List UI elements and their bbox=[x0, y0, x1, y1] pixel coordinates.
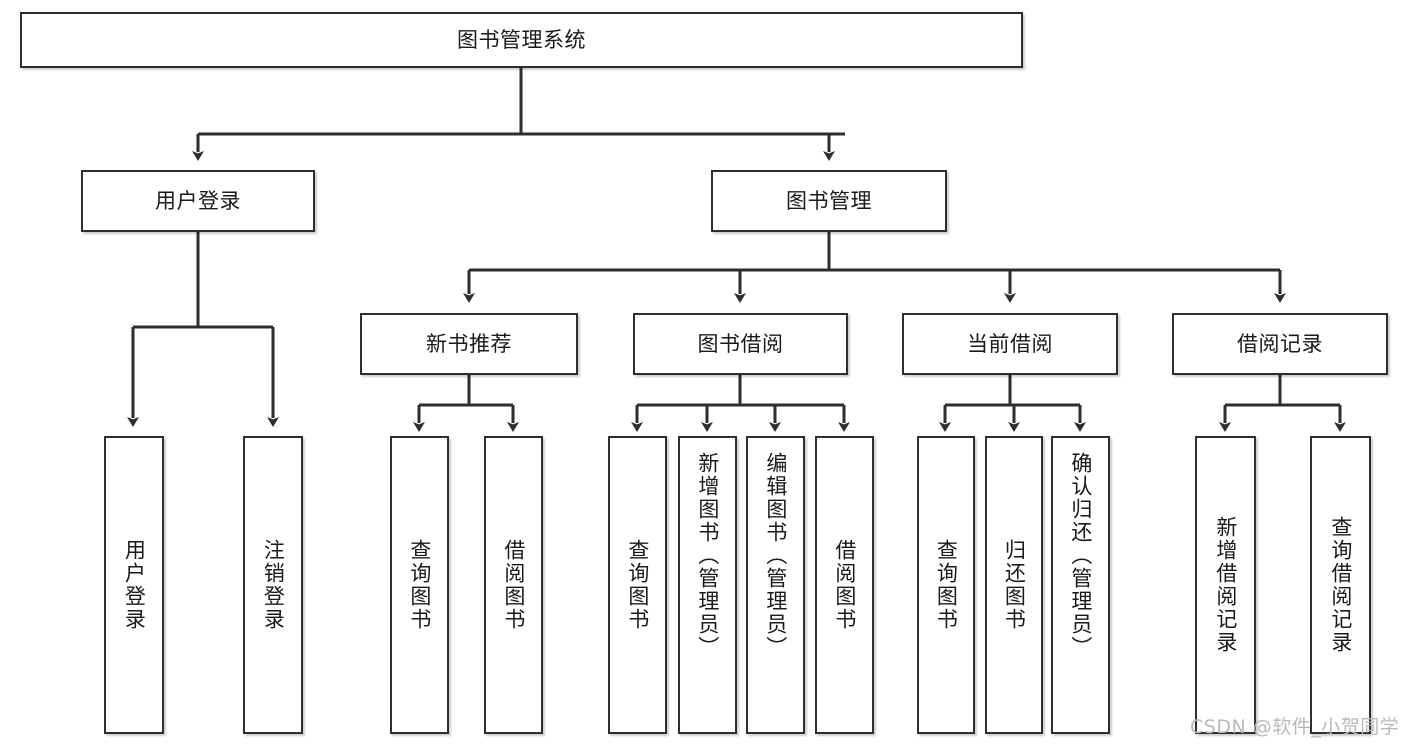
node-leaf-confirm-return[interactable]: 确认归还（管理员） bbox=[1051, 436, 1110, 734]
node-leaf-query-book-3[interactable]: 查询图书 bbox=[917, 436, 975, 734]
node-leaf-confirm-return-label: 确认归还（管理员） bbox=[1068, 452, 1093, 659]
node-leaf-query-book-2-label: 查询图书 bbox=[625, 539, 650, 631]
node-leaf-user-logout[interactable]: 注销登录 bbox=[243, 436, 303, 734]
node-leaf-query-record-label: 查询借阅记录 bbox=[1328, 516, 1353, 654]
node-leaf-return-book[interactable]: 归还图书 bbox=[985, 436, 1043, 734]
node-leaf-query-book-2[interactable]: 查询图书 bbox=[608, 436, 667, 734]
node-borrow-record-label: 借阅记录 bbox=[1237, 331, 1323, 356]
node-leaf-query-book-1-label: 查询图书 bbox=[407, 539, 432, 631]
node-leaf-edit-book-label: 编辑图书（管理员） bbox=[763, 452, 788, 659]
node-leaf-user-login[interactable]: 用户登录 bbox=[104, 436, 164, 734]
watermark-text: CSDN @软件_小贺同学 bbox=[1190, 716, 1400, 738]
node-root[interactable]: 图书管理系统 bbox=[20, 12, 1023, 68]
node-leaf-add-book[interactable]: 新增图书（管理员） bbox=[678, 436, 737, 734]
node-book-manage[interactable]: 图书管理 bbox=[711, 170, 947, 232]
node-leaf-add-record[interactable]: 新增借阅记录 bbox=[1195, 436, 1256, 734]
node-user-login-label: 用户登录 bbox=[155, 188, 241, 213]
node-leaf-borrow-book-1-label: 借阅图书 bbox=[501, 539, 526, 631]
node-borrow-record[interactable]: 借阅记录 bbox=[1172, 313, 1388, 375]
node-leaf-add-record-label: 新增借阅记录 bbox=[1213, 516, 1238, 654]
node-leaf-user-login-label: 用户登录 bbox=[122, 539, 147, 631]
node-root-label: 图书管理系统 bbox=[457, 27, 586, 52]
node-current-borrow-label: 当前借阅 bbox=[967, 331, 1053, 356]
node-new-book-recommend[interactable]: 新书推荐 bbox=[360, 313, 578, 375]
node-leaf-borrow-book-1[interactable]: 借阅图书 bbox=[484, 436, 543, 734]
node-leaf-return-book-label: 归还图书 bbox=[1002, 539, 1027, 631]
node-leaf-edit-book[interactable]: 编辑图书（管理员） bbox=[746, 436, 805, 734]
node-book-manage-label: 图书管理 bbox=[786, 188, 872, 213]
node-leaf-query-book-3-label: 查询图书 bbox=[934, 539, 959, 631]
node-leaf-borrow-book-2-label: 借阅图书 bbox=[832, 539, 857, 631]
node-new-book-recommend-label: 新书推荐 bbox=[426, 331, 512, 356]
node-leaf-query-book-1[interactable]: 查询图书 bbox=[390, 436, 449, 734]
node-current-borrow[interactable]: 当前借阅 bbox=[902, 313, 1118, 375]
node-leaf-borrow-book-2[interactable]: 借阅图书 bbox=[815, 436, 874, 734]
node-leaf-add-book-label: 新增图书（管理员） bbox=[695, 452, 720, 659]
node-leaf-query-record[interactable]: 查询借阅记录 bbox=[1310, 436, 1371, 734]
node-leaf-user-logout-label: 注销登录 bbox=[261, 539, 286, 631]
node-book-borrow[interactable]: 图书借阅 bbox=[633, 313, 848, 375]
node-user-login[interactable]: 用户登录 bbox=[81, 170, 315, 232]
node-book-borrow-label: 图书借阅 bbox=[697, 331, 784, 356]
